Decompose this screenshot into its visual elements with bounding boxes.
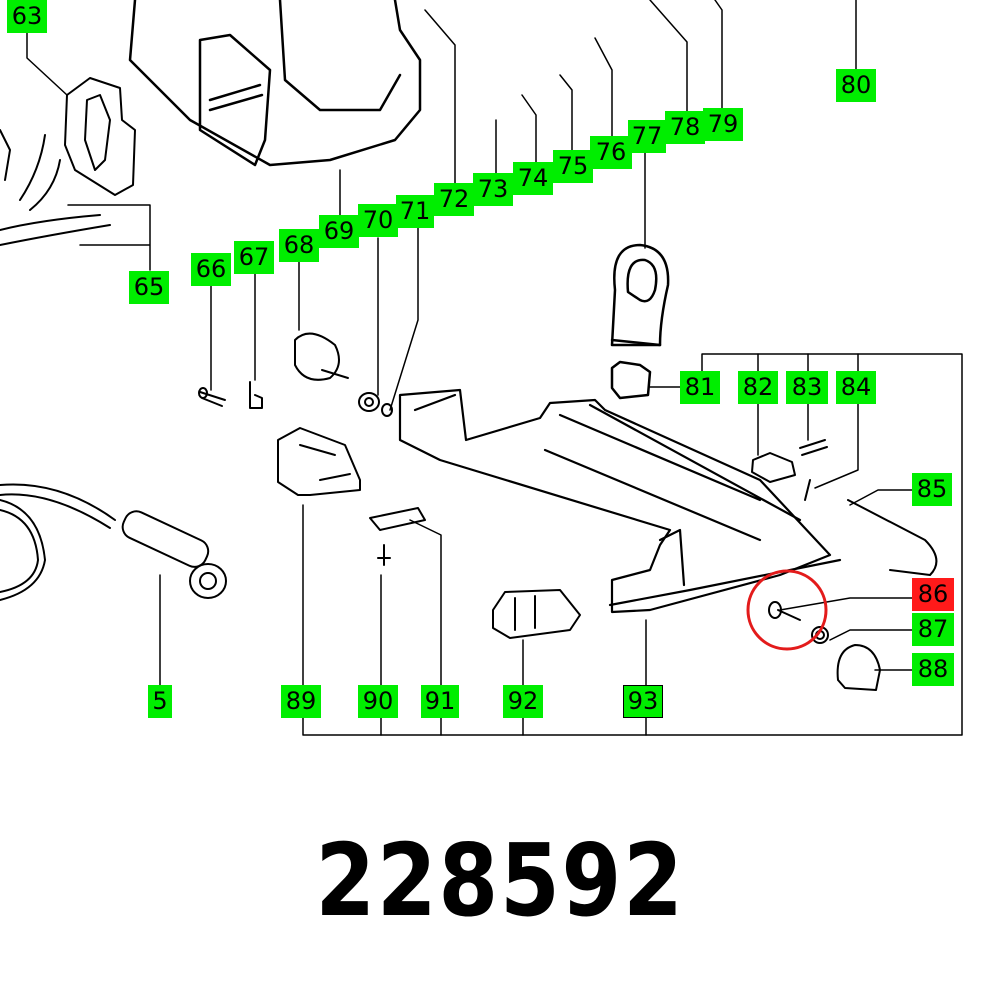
callout-76[interactable]: 76 [590, 136, 632, 169]
callout-69[interactable]: 69 [319, 215, 359, 248]
slide-pad-drawing [492, 589, 581, 639]
callout-72[interactable]: 72 [434, 183, 474, 216]
callout-78[interactable]: 78 [665, 111, 705, 144]
callout-84[interactable]: 84 [836, 371, 876, 404]
callout-91[interactable]: 91 [421, 685, 459, 718]
callout-70[interactable]: 70 [358, 204, 398, 237]
wiring-harness-drawing [0, 129, 111, 246]
base-plate-drawing [398, 388, 842, 614]
callout-93[interactable]: 93 [623, 685, 663, 718]
callout-68[interactable]: 68 [279, 229, 319, 262]
callout-67[interactable]: 67 [234, 241, 274, 274]
callout-74[interactable]: 74 [513, 162, 553, 195]
callout-75[interactable]: 75 [553, 150, 593, 183]
callout-83[interactable]: 83 [786, 371, 828, 404]
callout-80[interactable]: 80 [836, 69, 876, 102]
callout-71[interactable]: 71 [396, 195, 434, 228]
callout-66[interactable]: 66 [191, 253, 231, 286]
motor-housing-drawing [128, 0, 422, 167]
callout-81[interactable]: 81 [680, 371, 720, 404]
leader-lines [26, 0, 963, 736]
callout-65[interactable]: 65 [129, 271, 169, 304]
callout-89[interactable]: 89 [281, 685, 321, 718]
small-parts-drawing [198, 332, 426, 566]
callout-88[interactable]: 88 [912, 653, 954, 686]
gasket-drawing [64, 77, 136, 196]
dust-port-drawing [610, 243, 670, 400]
callout-63[interactable]: 63 [7, 0, 47, 33]
part-number: 228592 [315, 822, 685, 939]
callout-92[interactable]: 92 [503, 685, 543, 718]
callout-82[interactable]: 82 [738, 371, 778, 404]
callout-5[interactable]: 5 [148, 685, 172, 718]
callout-79[interactable]: 79 [703, 108, 743, 141]
callout-90[interactable]: 90 [358, 685, 398, 718]
clamp-parts-drawing [751, 439, 938, 576]
callout-85[interactable]: 85 [912, 473, 952, 506]
callout-86[interactable]: 86 [912, 578, 954, 611]
callout-77[interactable]: 77 [628, 120, 666, 153]
callout-73[interactable]: 73 [473, 173, 513, 206]
callout-87[interactable]: 87 [912, 613, 954, 646]
highlight-circle [746, 569, 828, 651]
screw-washer-knob-drawing [768, 601, 881, 691]
power-cable-drawing [0, 483, 227, 601]
